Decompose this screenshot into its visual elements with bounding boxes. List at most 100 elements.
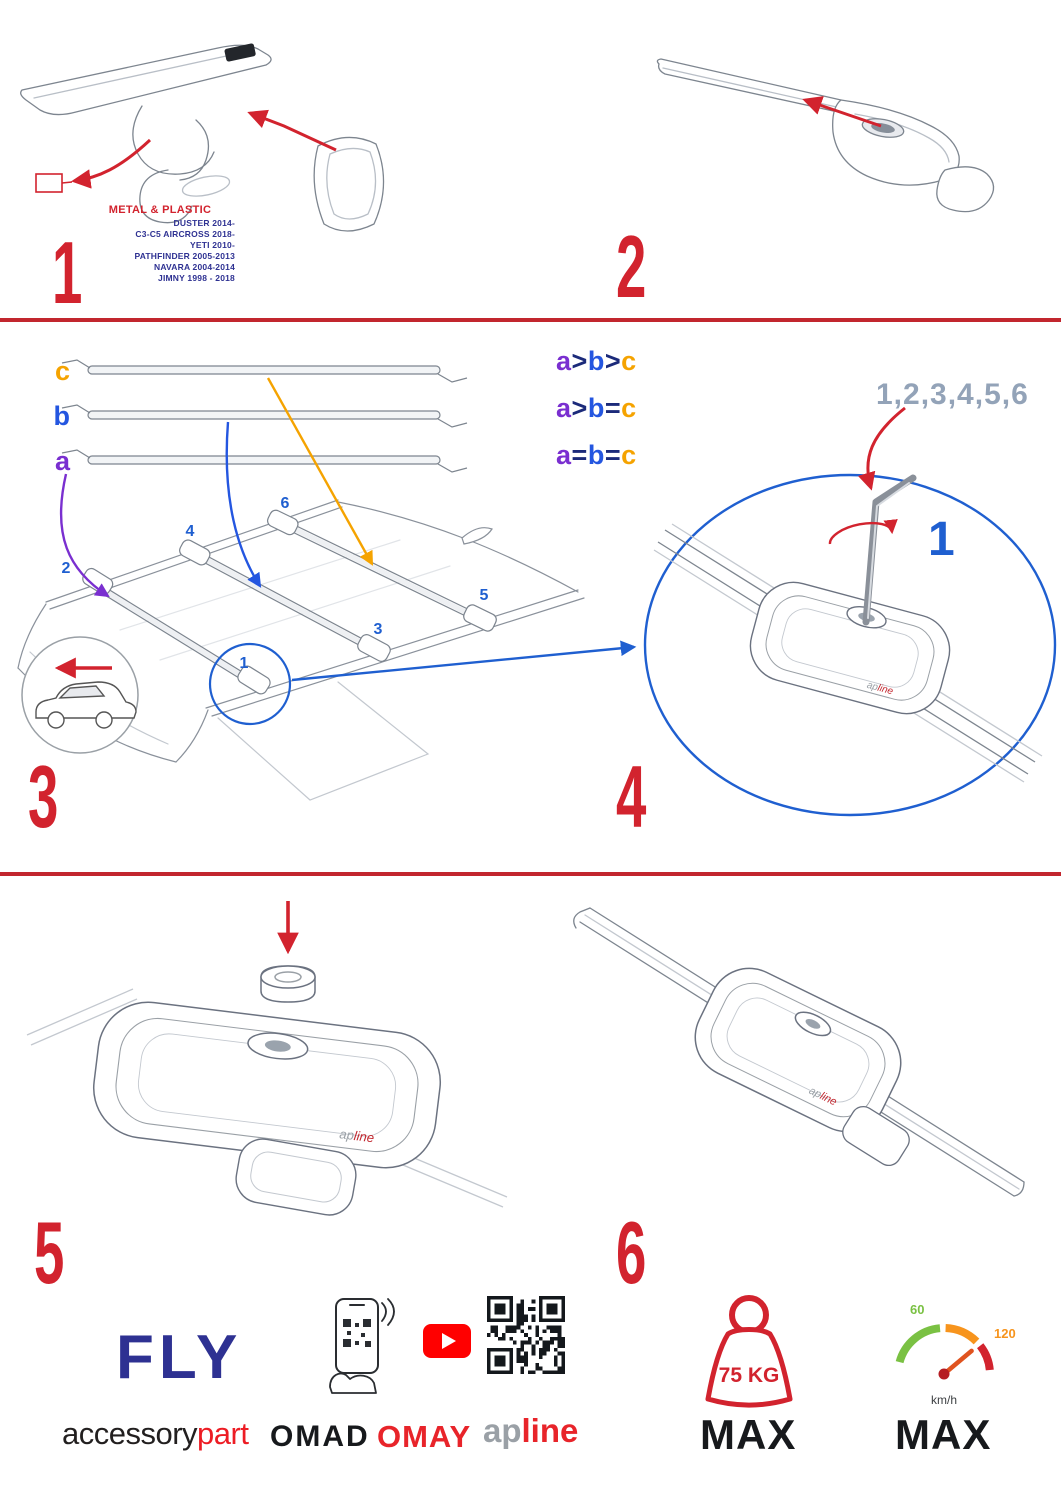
step-number-5: 5 <box>34 1203 64 1302</box>
speed-low-label: 60 <box>910 1302 924 1317</box>
step-number-2: 2 <box>616 217 646 316</box>
leader-b <box>225 421 262 588</box>
speed-high-label: 120 <box>994 1326 1016 1341</box>
section-divider-top <box>0 318 1061 322</box>
weight-value: 75 KG <box>719 1364 780 1387</box>
loose-bars <box>61 359 468 473</box>
leader-c <box>266 377 374 566</box>
step6-illustration: apline <box>573 907 1025 1197</box>
position-number-5: 5 <box>480 587 489 604</box>
end-support-drawing <box>832 99 960 186</box>
roof-rail-right <box>402 1154 508 1208</box>
bar-label-c: c <box>55 356 70 386</box>
apline-brand-on-foot: apline <box>866 680 895 698</box>
tighten-arrow <box>857 406 906 491</box>
apline-brand-on-foot: apline <box>339 1126 375 1145</box>
sequence-callout-1: 1 <box>928 513 955 566</box>
fly-logo: FLY <box>116 1323 243 1392</box>
shark-fin <box>461 527 493 545</box>
arrow-to-clamp <box>71 138 152 189</box>
length-rules: a>b>c a>b=c a=b=c <box>556 346 637 487</box>
step4-illustration: apline <box>643 406 1057 817</box>
roof-rail-left <box>26 988 138 1046</box>
weight-limit-icon: 75 KG <box>705 1295 793 1408</box>
apline-logo-red: line <box>521 1412 579 1449</box>
speed-unit-label: km/h <box>931 1393 957 1407</box>
size-rule-1: a>b>c <box>556 346 637 376</box>
size-rule-3: a=b=c <box>556 440 637 470</box>
gauge-red-arc <box>976 1343 994 1371</box>
rotation-arrow <box>828 519 898 545</box>
phone-outline <box>335 1298 379 1374</box>
weight-max-label: MAX <box>700 1411 797 1458</box>
position-number-2: 2 <box>62 560 71 577</box>
leader-a <box>59 473 110 598</box>
position-number-4: 4 <box>186 523 195 540</box>
front-direction-inset <box>21 636 139 754</box>
clamp-foot: apline <box>92 1001 442 1169</box>
omay-logo: OMAY <box>377 1419 472 1454</box>
step3-illustration: c b a <box>17 356 585 801</box>
clamp-arm <box>235 1138 357 1216</box>
vehicle-model: JIMNY 1998 - 2018 <box>158 273 235 283</box>
step-number-6: 6 <box>616 1203 646 1302</box>
bar-c <box>61 359 468 383</box>
bar-label-b: b <box>54 401 71 431</box>
qr-code <box>487 1296 565 1374</box>
step1-illustration <box>20 43 385 232</box>
gauge-needle <box>941 1348 974 1377</box>
bar-b <box>61 404 468 428</box>
weight-handle <box>729 1295 769 1335</box>
phone-qr-icon <box>329 1298 395 1394</box>
end-cap-drawing <box>936 166 995 213</box>
apline-logo: apline <box>483 1412 578 1450</box>
step1-vehicle-list: METAL & PLASTIC DUSTER 2014- C3-C5 AIRCR… <box>85 204 235 284</box>
crossbar-rear <box>266 509 497 632</box>
vehicle-model: C3-C5 AIRCROSS 2018- <box>135 229 235 239</box>
arrow-cover-to-bar <box>247 109 337 152</box>
cover-cap <box>260 965 316 1003</box>
clamp-drawing <box>132 105 231 224</box>
step-number-4: 4 <box>616 747 646 846</box>
step-number-1: 1 <box>52 223 82 322</box>
omad-logo: OMAD <box>270 1420 370 1453</box>
allen-key <box>862 474 917 626</box>
gauge-orange-arc <box>945 1324 980 1345</box>
mini-car <box>35 681 137 719</box>
speedometer-icon: 60 120 km/h <box>895 1302 1016 1407</box>
phone-screen-qr <box>343 1319 371 1347</box>
section-divider-bottom <box>0 872 1061 876</box>
position-number-3: 3 <box>374 621 383 638</box>
youtube-icon <box>423 1324 471 1358</box>
gauge-green-arc <box>895 1324 941 1364</box>
bar-label-a: a <box>55 446 71 476</box>
mounted-crossbars <box>82 509 497 695</box>
clamp-under-rail <box>842 1105 910 1167</box>
size-rule-2: a>b=c <box>556 393 637 423</box>
position-number-6: 6 <box>281 495 290 512</box>
arrow-into-slot <box>802 96 882 128</box>
hand <box>329 1372 377 1394</box>
apline-logo-gray: ap <box>483 1412 522 1449</box>
tighten-sequence: 1,2,3,4,5,6 <box>876 378 1029 411</box>
bar-a <box>61 449 468 473</box>
vehicle-model: PATHFINDER 2005-2013 <box>134 251 235 261</box>
highlight-circle-position-1 <box>208 642 292 726</box>
vehicle-model: YETI 2010- <box>190 240 235 250</box>
vehicle-model: NAVARA 2004-2014 <box>154 262 235 272</box>
step5-illustration: apline <box>26 901 508 1216</box>
vehicle-model: DUSTER 2014- <box>173 218 235 228</box>
callout-box <box>35 173 63 193</box>
step-number-3: 3 <box>28 747 58 846</box>
bar-logo-patch <box>224 43 256 62</box>
weight-body <box>705 1327 793 1408</box>
step2-illustration <box>656 58 995 213</box>
material-label: METAL & PLASTIC <box>108 204 212 216</box>
position-number-1: 1 <box>240 655 249 672</box>
clamp-foot: apline <box>694 967 902 1133</box>
accessorypart-logo-red: part <box>197 1416 249 1451</box>
accessorypart-logo-black: accessory <box>62 1416 198 1451</box>
accessorypart-logo: accessorypart <box>62 1416 249 1452</box>
speed-max-label: MAX <box>895 1411 992 1458</box>
